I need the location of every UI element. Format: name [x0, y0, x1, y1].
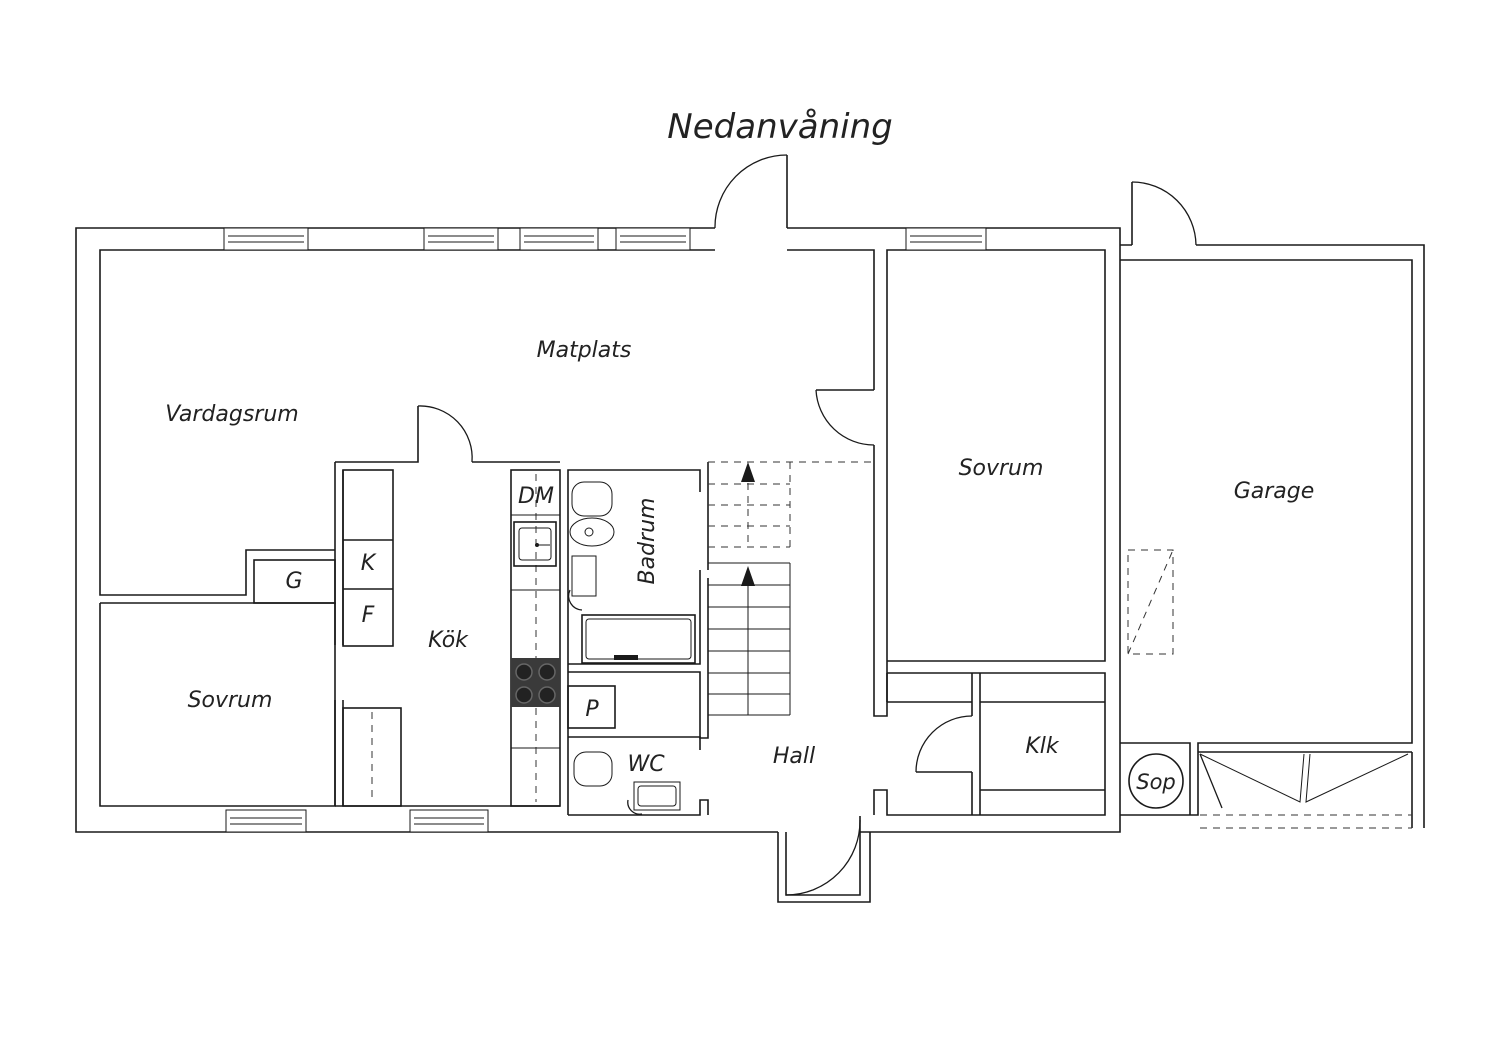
closets: [873, 672, 1106, 816]
kitchen-walls: [253, 405, 561, 807]
label-f: F: [362, 603, 375, 628]
label-kok: Kök: [428, 628, 469, 653]
bedroom-door: [815, 389, 875, 446]
label-badrum: Badrum: [635, 498, 660, 585]
staircase: [708, 461, 874, 716]
label-p: P: [585, 697, 599, 722]
label-sovrum-left: Sovrum: [188, 688, 273, 713]
garage: [1120, 181, 1425, 829]
front-door: [714, 154, 788, 229]
label-klk: Klk: [1025, 734, 1060, 759]
label-vardagsrum: Vardagsrum: [165, 402, 298, 427]
room-labels: Matplats Vardagsrum Sovrum Kök DM K F G …: [165, 338, 1314, 794]
label-sovrum-right: Sovrum: [959, 456, 1044, 481]
bathroom: [567, 462, 709, 815]
label-g: G: [285, 569, 302, 594]
label-matplats: Matplats: [537, 338, 632, 363]
floor-title: Nedanvåning: [667, 107, 892, 147]
label-garage: Garage: [1234, 479, 1315, 504]
label-hall: Hall: [773, 744, 815, 769]
label-dm: DM: [518, 484, 554, 509]
windows: [223, 227, 987, 833]
porch: [777, 816, 871, 903]
label-sop: Sop: [1136, 770, 1176, 794]
outer-walls: [75, 227, 1121, 833]
label-wc: WC: [627, 752, 665, 777]
wc-block: [567, 578, 709, 816]
label-k: K: [361, 551, 377, 576]
